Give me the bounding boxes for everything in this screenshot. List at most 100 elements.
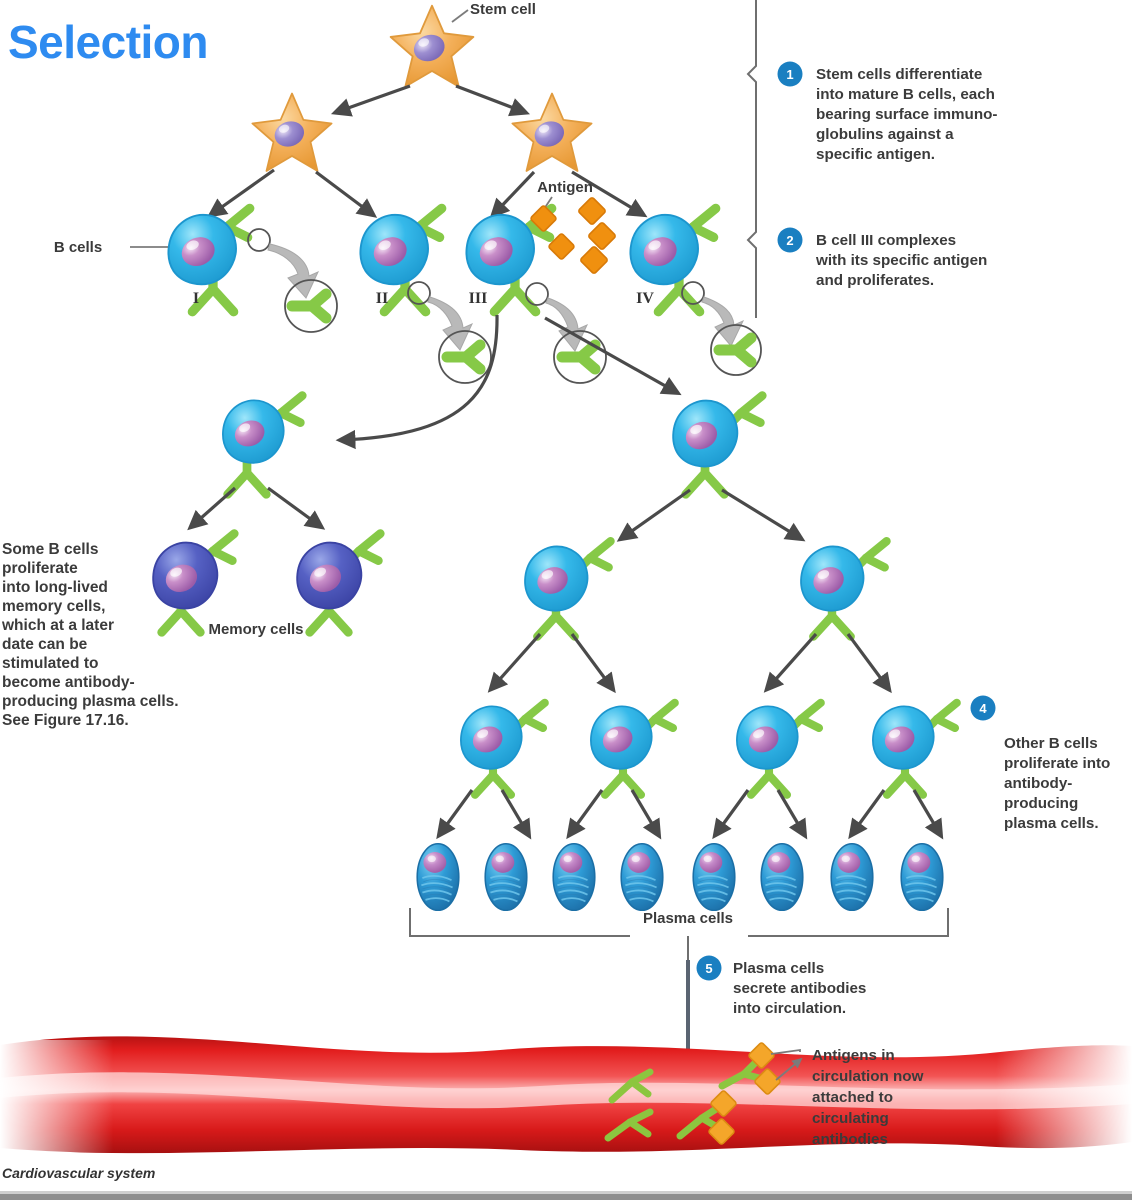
- receptor-detail-III: [553, 330, 607, 384]
- step-5-line-3: into circulation.: [733, 1000, 846, 1017]
- antibody-antigen-complex-1: [676, 1090, 737, 1145]
- arrow-to-bcell-2: [315, 170, 378, 218]
- arrow-plasma-7: [848, 789, 886, 840]
- step-4-line-1: Other B cells: [1004, 735, 1098, 752]
- bottom-divider: [0, 1194, 1132, 1200]
- circulation-note-line-4: circulating: [812, 1110, 889, 1127]
- plasma-cell-4: [620, 842, 664, 912]
- memory-cell-1: [152, 534, 234, 633]
- arrow-III-to-memory-branch: [335, 314, 499, 450]
- circulation-note: Antigens in circulation now attached to …: [812, 1047, 924, 1148]
- arrow-to-bcell-3: [489, 170, 536, 219]
- circulation-note-line-1: Antigens in: [812, 1047, 895, 1064]
- b-cell-gen3-4: [872, 703, 957, 795]
- blood-vessel: [0, 1036, 1132, 1154]
- step-1-line-5: specific antigen.: [816, 146, 935, 163]
- plasma-cells-label: Plasma cells: [643, 910, 733, 927]
- b-cell-gen1: [672, 396, 762, 495]
- side-note-line-10: See Figure 17.16.: [2, 712, 129, 729]
- b-cell-gen3-3: [736, 703, 821, 795]
- step-badge-4: [970, 695, 996, 721]
- arrow-III-to-proliferation: [544, 316, 682, 396]
- magnify-arrow-III: [545, 297, 589, 352]
- side-note-line-6: date can be: [2, 636, 88, 653]
- vessel-fade: [0, 1040, 1132, 1152]
- arrow-gen2L-left: [487, 632, 542, 693]
- circulation-note-line-3: attached to: [812, 1089, 893, 1106]
- side-note-line-2: proliferate: [2, 560, 78, 577]
- b-cell-body: [672, 399, 739, 468]
- roman-numeral-III: III: [469, 290, 488, 307]
- circulation-note-line-2: circulation now: [812, 1068, 924, 1085]
- b-cell-body: [629, 213, 699, 286]
- step-badge-1: [777, 61, 803, 87]
- step-5-annotation: 5 Plasma cells secrete antibodies into c…: [696, 955, 866, 1017]
- figure-caption: Cardiovascular system: [2, 1165, 155, 1181]
- step-2-annotation: 2 B cell III complexes with its specific…: [777, 227, 987, 289]
- b-cell-gen2-right: [800, 541, 886, 636]
- b-cell-body: [460, 705, 523, 770]
- b-cell-body: [167, 213, 237, 286]
- b-cell-body: [359, 213, 429, 286]
- circulating-antibody-1: [608, 1068, 654, 1104]
- arrow-plasma-4: [630, 789, 662, 840]
- bracket-step-2: [746, 166, 757, 318]
- step-4-line-3: antibody-: [1004, 775, 1072, 792]
- bottom-divider-light: [0, 1191, 1132, 1194]
- step-1-line-4: globulins against a: [816, 126, 954, 143]
- step-5-line-2: secrete antibodies: [733, 980, 866, 997]
- step-5-line-1: Plasma cells: [733, 960, 824, 977]
- page-title: Selection: [8, 16, 208, 68]
- step-1-line-3: bearing surface immuno-: [816, 106, 997, 123]
- arrow-stem-left: [330, 84, 411, 117]
- arrow-to-memory-cell-1: [187, 486, 237, 531]
- arrow-to-memory-cell-2: [267, 486, 326, 530]
- step-2-line-1: B cell III complexes: [816, 232, 956, 249]
- side-note-line-3: into long-lived: [2, 579, 108, 596]
- magnify-arrow-II: [427, 296, 474, 351]
- side-note-line-4: memory cells,: [2, 598, 105, 615]
- b-cell-gen3-2: [590, 703, 675, 795]
- arrow-gen1-left: [616, 488, 691, 542]
- receptor-marker-III: [525, 282, 549, 306]
- circulation-note-line-5: antibodies: [812, 1131, 888, 1148]
- antigen-label: Antigen: [537, 179, 593, 196]
- b-cell-body: [590, 705, 653, 770]
- arrow-plasma-6: [776, 789, 808, 840]
- roman-numeral-II: II: [376, 290, 388, 307]
- side-note-line-7: stimulated to: [2, 655, 98, 672]
- step-4-line-4: producing: [1004, 795, 1078, 812]
- b-cell-body: [736, 705, 799, 770]
- step-2-line-2: with its specific antigen: [815, 252, 987, 269]
- circulating-antibody-2: [604, 1108, 654, 1142]
- plasma-cell-3: [552, 842, 596, 912]
- b-cell-III: III: [465, 208, 551, 311]
- receptor-marker-I: [247, 228, 271, 252]
- plasma-cell-7: [830, 842, 874, 912]
- memory-cell-body: [296, 541, 363, 610]
- plasma-cell-1: [416, 842, 460, 912]
- receptor-marker-IV: [681, 281, 705, 305]
- plasma-cell-5: [692, 842, 736, 912]
- antigen-diamonds-bound: [530, 205, 575, 260]
- step-number-2: 2: [786, 233, 793, 248]
- b-cell-IV: IV: [629, 208, 715, 311]
- circulation-leader-2: [775, 1057, 803, 1081]
- arrow-stem-right: [455, 84, 530, 117]
- b-cell-gen2-left: [524, 541, 610, 636]
- step-badge-5: [696, 955, 722, 981]
- side-note-line-5: which at a later: [1, 617, 114, 634]
- step-4-line-2: proliferate into: [1004, 755, 1110, 772]
- memory-cell-2: [296, 534, 380, 633]
- step-1-line-2: into mature B cells, each: [816, 86, 995, 103]
- plasma-bracket-right: [748, 908, 949, 937]
- b-cell-body: [222, 399, 285, 464]
- stem-cell-leader-line: [451, 9, 469, 23]
- arrow-to-bcell-1: [206, 168, 275, 218]
- step-badge-2: [777, 227, 803, 253]
- side-note: Some B cells proliferate into long-lived…: [1, 541, 179, 729]
- memory-cell-body: [152, 541, 219, 610]
- antigen-icon: [708, 1118, 735, 1145]
- memory-cells-label: Memory cells: [208, 621, 303, 638]
- b-cell-body: [872, 705, 935, 770]
